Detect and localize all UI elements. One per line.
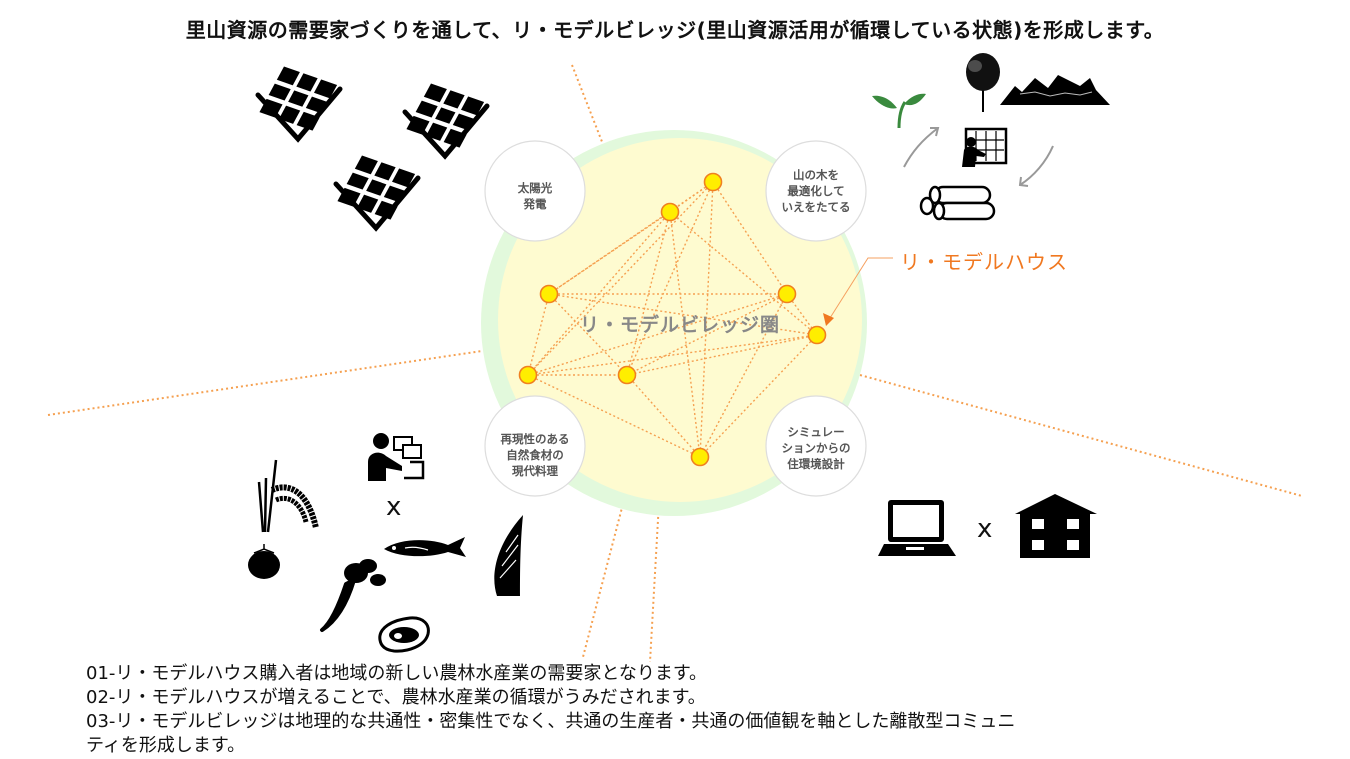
meat-icon — [378, 616, 430, 653]
label-line: 自然食材の — [506, 448, 564, 462]
label-food: 再現性のある 自然食材の 現代料理 — [485, 431, 585, 479]
fish-icon — [384, 537, 466, 557]
radish-icon — [320, 559, 386, 632]
label-line: 再現性のある — [500, 432, 570, 446]
network-node — [690, 447, 710, 467]
network-node — [518, 365, 538, 385]
mountain-icon — [1000, 75, 1110, 105]
bamboo-shoot-icon — [494, 515, 523, 596]
network-node — [617, 365, 637, 385]
laptop-icon — [878, 500, 956, 556]
design-person-icon — [962, 127, 1008, 167]
rice-icon — [257, 459, 319, 533]
remodel-house-label: リ・モデルハウス — [900, 250, 1068, 274]
label-line: 太陽光 — [517, 181, 553, 195]
corner-circle-simulation — [765, 395, 867, 497]
label-line: 現代料理 — [512, 464, 558, 478]
cycle-arrow-icon — [903, 127, 1054, 187]
label-line: 発電 — [523, 197, 547, 211]
note-item: 01-リ・モデルハウス購入者は地域の新しい農林水産業の需要家となります。 — [86, 663, 708, 684]
solar-panel-icon — [402, 83, 490, 160]
radial-links — [47, 64, 1303, 663]
label-line: ションからの — [781, 441, 851, 455]
page-title: 里山資源の需要家づくりを通して、リ・モデルビレッジ(里山資源活用が循環している状… — [185, 18, 1165, 42]
remodel-house-pointer — [823, 257, 893, 326]
logs-icon — [919, 185, 996, 221]
network-node — [660, 202, 680, 222]
solar-panel-icon — [333, 155, 421, 232]
corner-circle-food — [484, 395, 586, 497]
tree-icon — [966, 53, 1000, 112]
label-timber-house: 山の木を 最適化して いえをたてる — [766, 167, 866, 215]
label-line: いえをたてる — [781, 200, 851, 214]
network-node — [777, 284, 797, 304]
note-item: 03-リ・モデルビレッジは地理的な共通性・密集性でなく、共通の生産者・共通の価値… — [86, 711, 1016, 732]
note-item: ティを形成します。 — [86, 735, 246, 756]
tomato-icon — [248, 544, 280, 579]
note-item: 02-リ・モデルハウスが増えることで、農林水産業の循環がうみだされます。 — [86, 687, 706, 708]
network-node-remodel-house — [807, 325, 827, 345]
label-simulation: シミュレー ションからの 住環境設計 — [766, 424, 866, 472]
label-solar-power: 太陽光 発電 — [485, 180, 585, 212]
inner-disc — [498, 138, 862, 502]
house-icon — [1015, 494, 1097, 558]
remote-worker-icon — [368, 433, 425, 481]
label-line: 最適化して — [787, 184, 845, 198]
label-line: 住環境設計 — [787, 457, 845, 471]
solar-panel-icon — [255, 66, 343, 143]
times-symbol-house: x — [977, 514, 993, 544]
sprout-icon — [872, 93, 926, 129]
times-symbol-food: x — [386, 492, 402, 522]
corner-circle-solar — [484, 140, 586, 242]
corner-circle-timber — [765, 140, 867, 242]
network-node — [539, 284, 559, 304]
notes-list: 01-リ・モデルハウス購入者は地域の新しい農林水産業の需要家となります。 02-… — [86, 662, 1266, 758]
village-sphere-label: リ・モデルビレッジ圏 — [579, 314, 780, 336]
label-line: 山の木を — [793, 168, 839, 182]
network-node — [703, 172, 723, 192]
label-line: シミュレー — [787, 425, 845, 439]
